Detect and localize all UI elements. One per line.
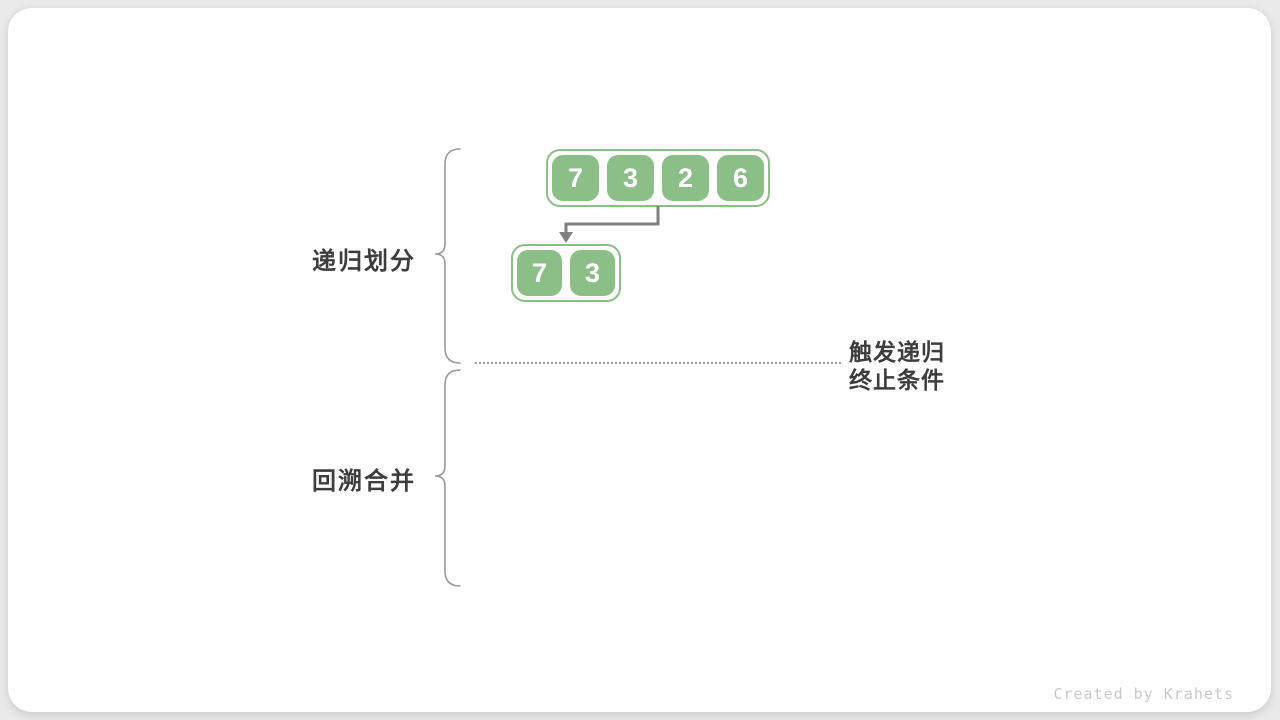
label-backtrack-merge: 回溯合并 xyxy=(312,468,416,495)
array-cell: 3 xyxy=(570,250,615,296)
array-level2: 7 3 xyxy=(511,244,621,302)
phase-divider-dotted-line xyxy=(475,362,841,364)
termination-annotation: 触发递归 终止条件 xyxy=(849,338,945,394)
divide-arrow xyxy=(559,206,660,243)
array-cell: 2 xyxy=(662,155,709,201)
label-recursive-divide: 递归划分 xyxy=(312,248,416,275)
termination-annotation-line2: 终止条件 xyxy=(849,367,945,393)
watermark-credit: Created by Krahets xyxy=(1053,685,1234,703)
array-cell: 6 xyxy=(717,155,764,201)
termination-annotation-line1: 触发递归 xyxy=(849,339,945,365)
array-cell: 7 xyxy=(517,250,562,296)
curly-brace-divide xyxy=(434,148,461,364)
array-cell: 7 xyxy=(552,155,599,201)
array-cell: 3 xyxy=(607,155,654,201)
curly-brace-merge xyxy=(434,369,461,587)
array-level1: 7 3 2 6 xyxy=(546,149,770,207)
diagram-card: 递归划分 回溯合并 7 3 2 6 7 3 触发递归 终止条件 Created … xyxy=(8,8,1271,712)
